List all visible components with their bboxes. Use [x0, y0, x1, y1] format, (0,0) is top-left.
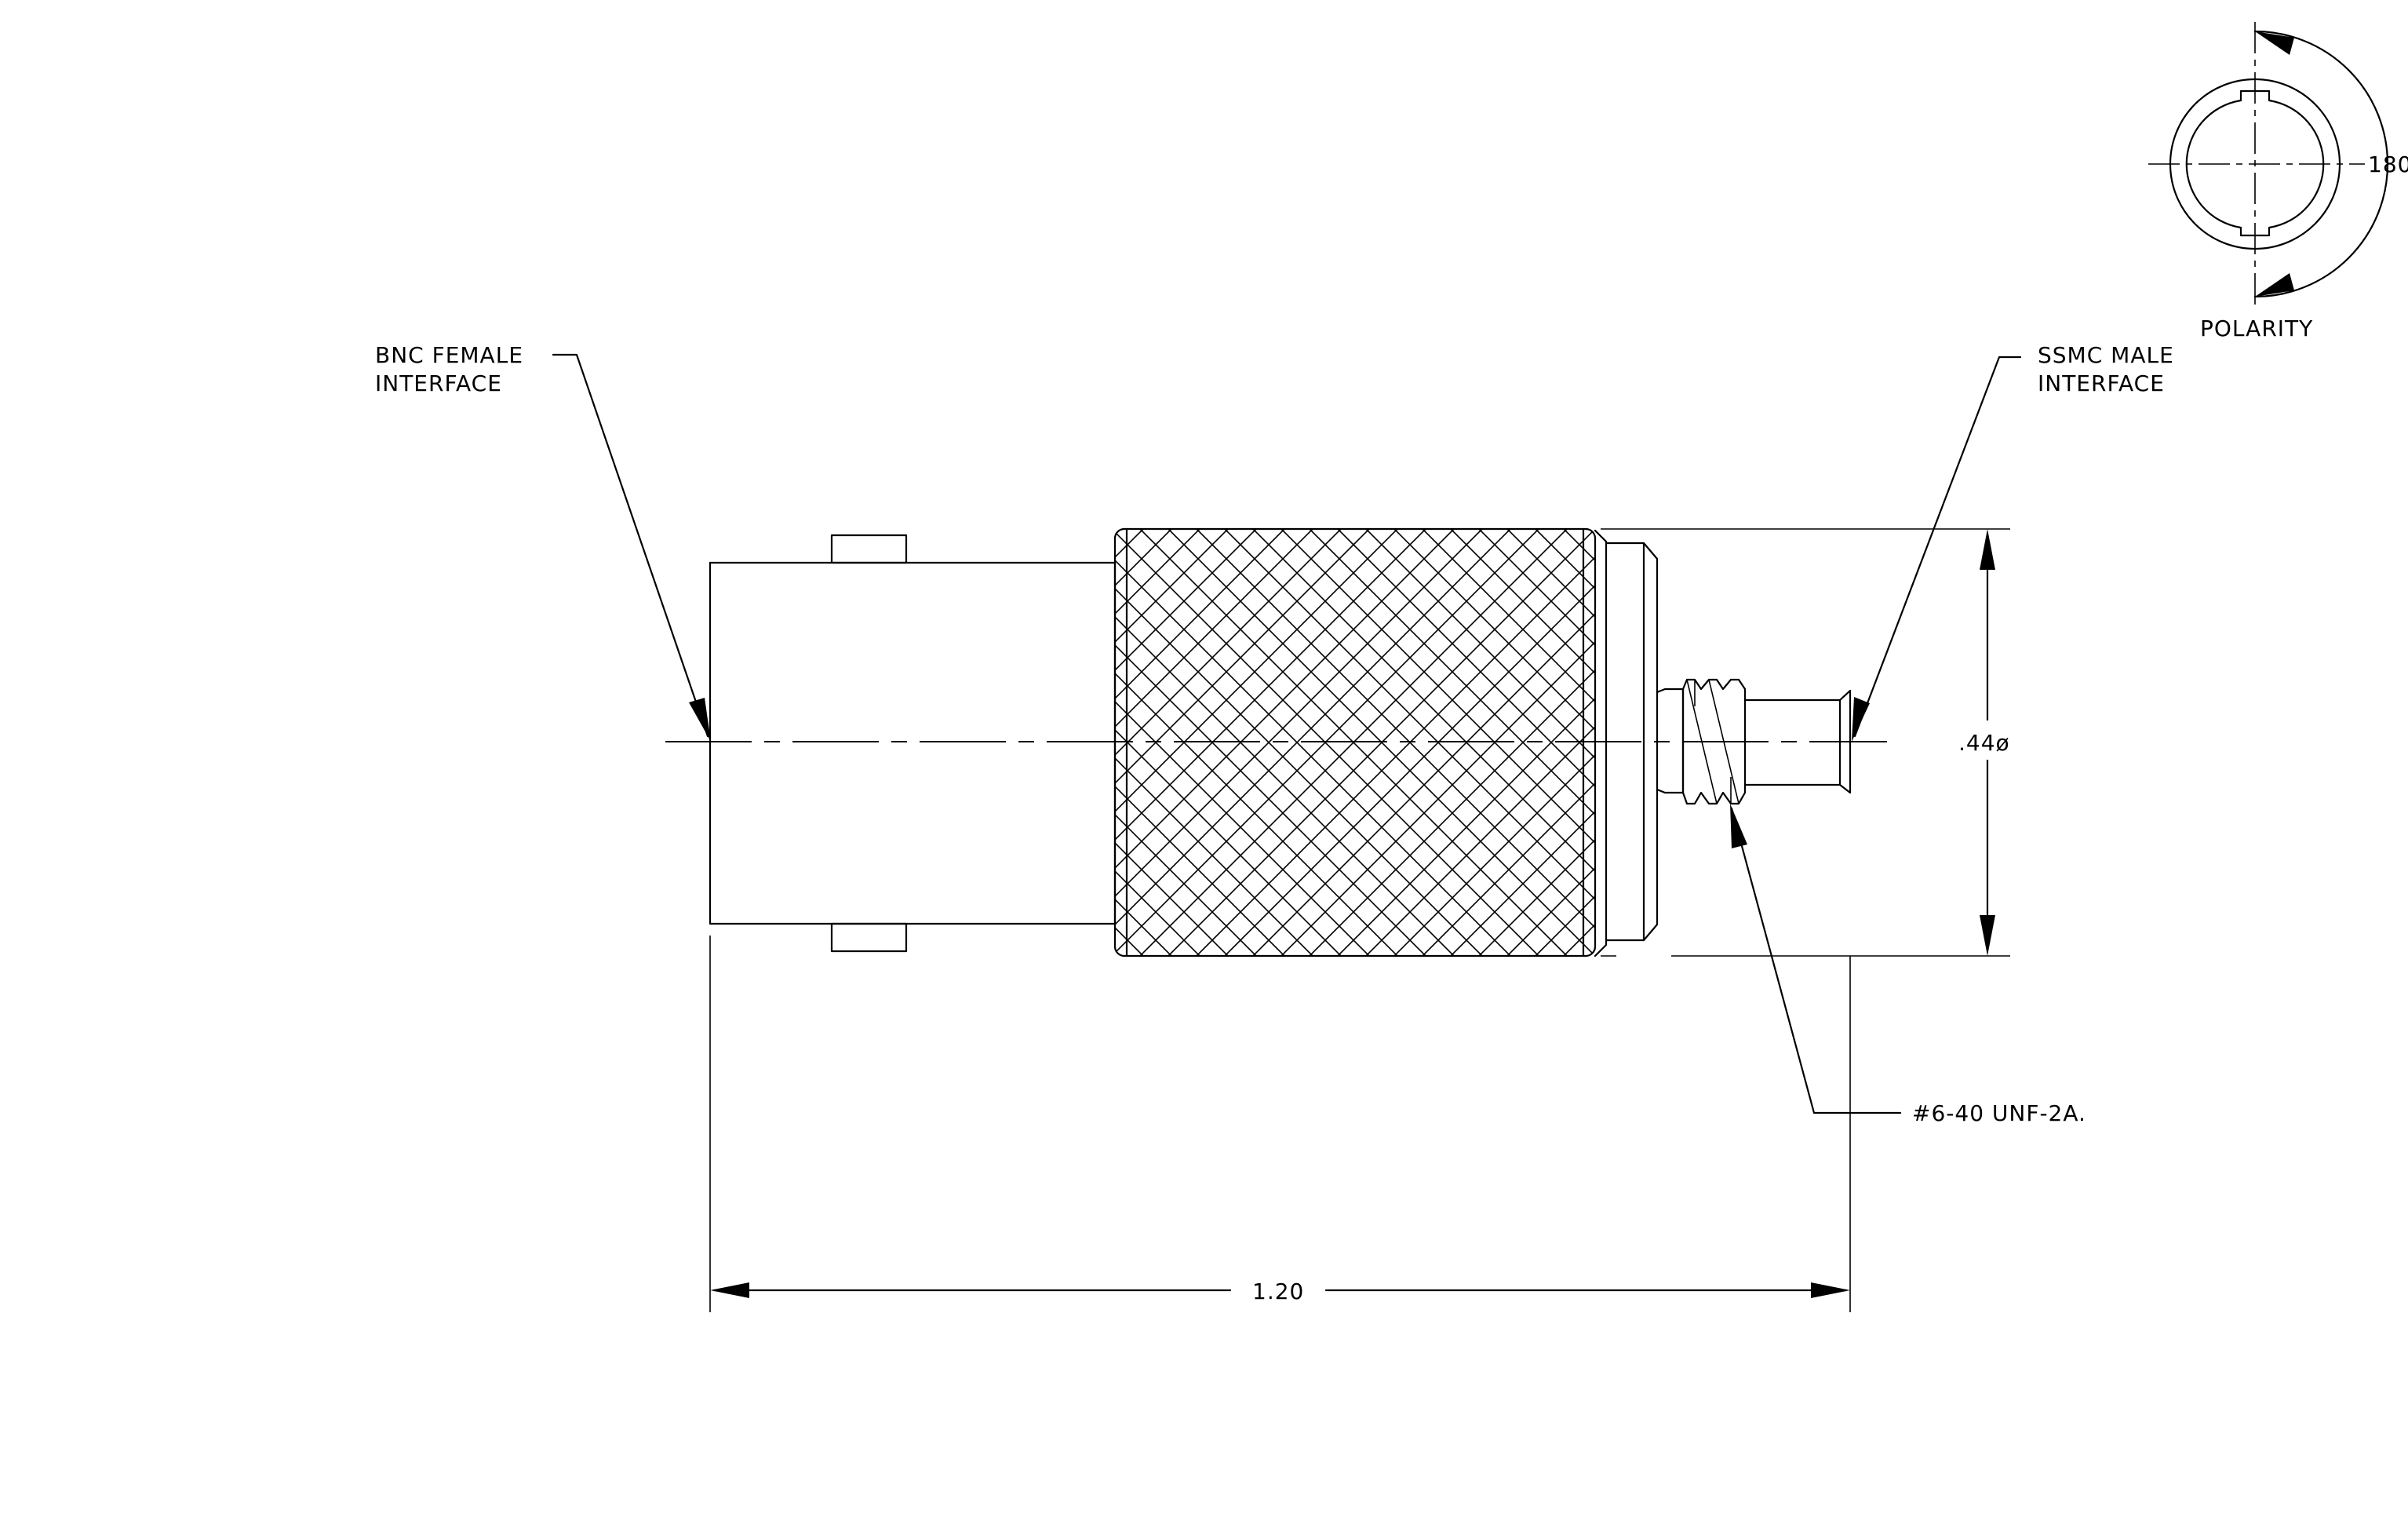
bnc-leader — [552, 353, 711, 742]
ssmc-label-line1: SSMC MALE — [2038, 342, 2174, 368]
thread-label: #6-40 UNF-2A. — [1912, 1100, 2086, 1126]
length-dimension — [709, 936, 1851, 1312]
diameter-label: .44ø — [1958, 730, 2010, 756]
polarity-angle-label: 180 — [2368, 151, 2408, 177]
bnc-label-line2: INTERFACE — [375, 370, 502, 396]
thread-leader — [1730, 804, 1902, 1114]
bnc-body — [709, 534, 1117, 953]
polarity-label: POLARITY — [2200, 316, 2313, 341]
polarity-outer-circle — [2169, 78, 2341, 250]
bnc-label-line1: BNC FEMALE — [375, 342, 523, 368]
bnc-bayonet-stud-bottom — [830, 922, 908, 953]
diameter-dimension — [1601, 528, 2020, 957]
length-label: 1.20 — [1252, 1278, 1304, 1304]
bnc-barrel — [709, 561, 1117, 925]
ssmc-label-line2: INTERFACE — [2038, 370, 2165, 396]
polarity-arc — [2253, 30, 2389, 298]
ssmc-body — [1594, 529, 1852, 957]
polarity-view — [2148, 22, 2389, 308]
bnc-bayonet-stud-top — [830, 534, 908, 564]
polarity-keyed-bore — [2185, 89, 2325, 237]
ssmc-leader — [1852, 356, 2022, 742]
thread-profile — [1681, 678, 1747, 805]
